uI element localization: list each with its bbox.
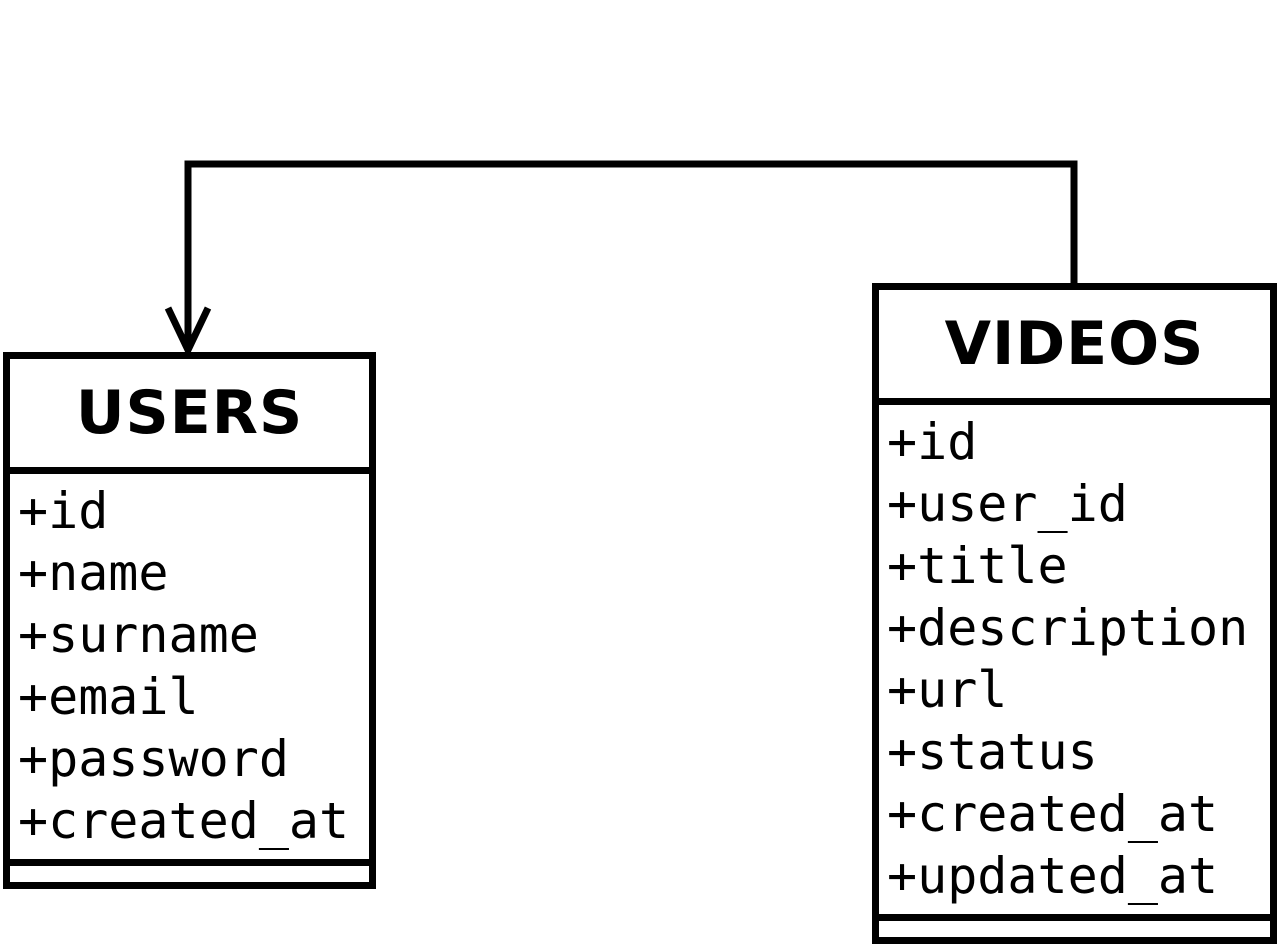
users-class-title: USERS xyxy=(10,359,369,474)
users-attribute-created-at: +created_at xyxy=(18,792,350,850)
videos-attribute-title: +title xyxy=(887,537,1068,595)
association-line xyxy=(184,160,1078,350)
users-methods-area xyxy=(10,866,369,882)
users-attribute-email: +email xyxy=(18,668,199,726)
videos-attribute-updated-at: +updated_at xyxy=(887,847,1219,905)
videos-attribute-url: +url xyxy=(887,661,1008,719)
videos-class-title: VIDEOS xyxy=(879,290,1270,405)
users-attribute-id: +id xyxy=(18,482,109,540)
videos-class-box[interactable]: VIDEOS +id +user_id +title +description … xyxy=(872,283,1277,944)
videos-attribute-id: +id xyxy=(887,413,978,471)
videos-attribute-created-at: +created_at xyxy=(887,785,1219,843)
videos-attribute-list: +id +user_id +title +description +url +s… xyxy=(879,405,1270,921)
videos-methods-area xyxy=(879,921,1270,937)
users-attribute-password: +password xyxy=(18,730,289,788)
users-attribute-surname: +surname xyxy=(18,606,259,664)
videos-attribute-description: +description xyxy=(887,599,1249,657)
open-arrowhead-icon xyxy=(164,306,212,359)
users-attribute-name: +name xyxy=(18,544,169,602)
videos-attribute-user-id: +user_id xyxy=(887,475,1128,533)
videos-attribute-status: +status xyxy=(887,723,1098,781)
users-class-box[interactable]: USERS +id +name +surname +email +passwor… xyxy=(3,352,376,889)
users-attribute-list: +id +name +surname +email +password +cre… xyxy=(10,474,369,866)
